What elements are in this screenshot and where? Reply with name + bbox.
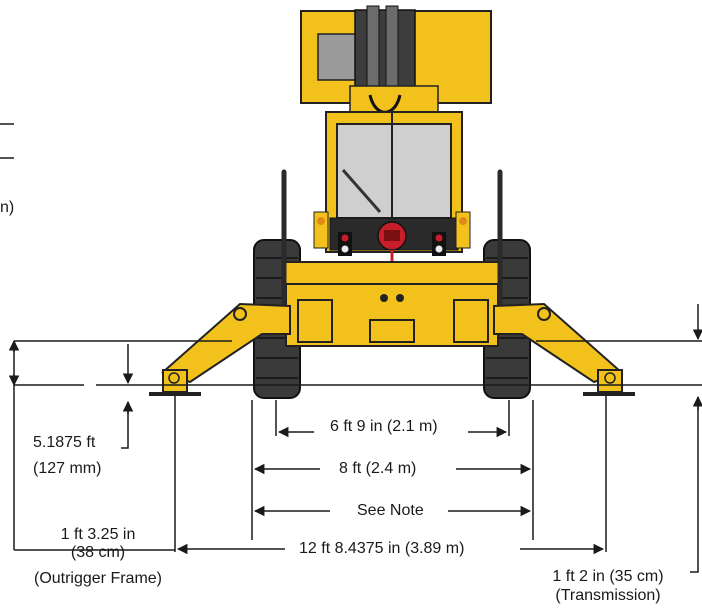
outriggers <box>149 302 635 396</box>
outrigger-value: 1 ft 3.25 in <box>60 526 136 543</box>
transmission-value: 1 ft 2 in (35 cm) <box>552 568 664 585</box>
see-note-label: See Note <box>354 502 427 520</box>
clearance-value: 5.1875 ft <box>33 434 96 451</box>
transmission-label: (Transmission) <box>555 587 661 604</box>
inner-track-label: 6 ft 9 in (2.1 m) <box>327 418 441 436</box>
outrigger-metric: (38 cm) <box>70 544 126 561</box>
dimension-lines <box>8 304 702 573</box>
overall-width-label: 12 ft 8.4375 in (3.89 m) <box>296 540 468 558</box>
amber-reflector-icon <box>317 217 325 225</box>
amber-reflector-icon <box>459 217 467 225</box>
outrigger-frame-label: (Outrigger Frame) <box>33 570 163 587</box>
left-cut-label: n) <box>0 199 15 216</box>
outer-track-label: 8 ft (2.4 m) <box>336 460 420 478</box>
left-edge-lines <box>0 123 14 159</box>
clearance-metric: (127 mm) <box>33 460 102 477</box>
grab-rails <box>281 169 503 319</box>
chassis <box>283 211 501 347</box>
boom-attachment <box>300 5 492 114</box>
